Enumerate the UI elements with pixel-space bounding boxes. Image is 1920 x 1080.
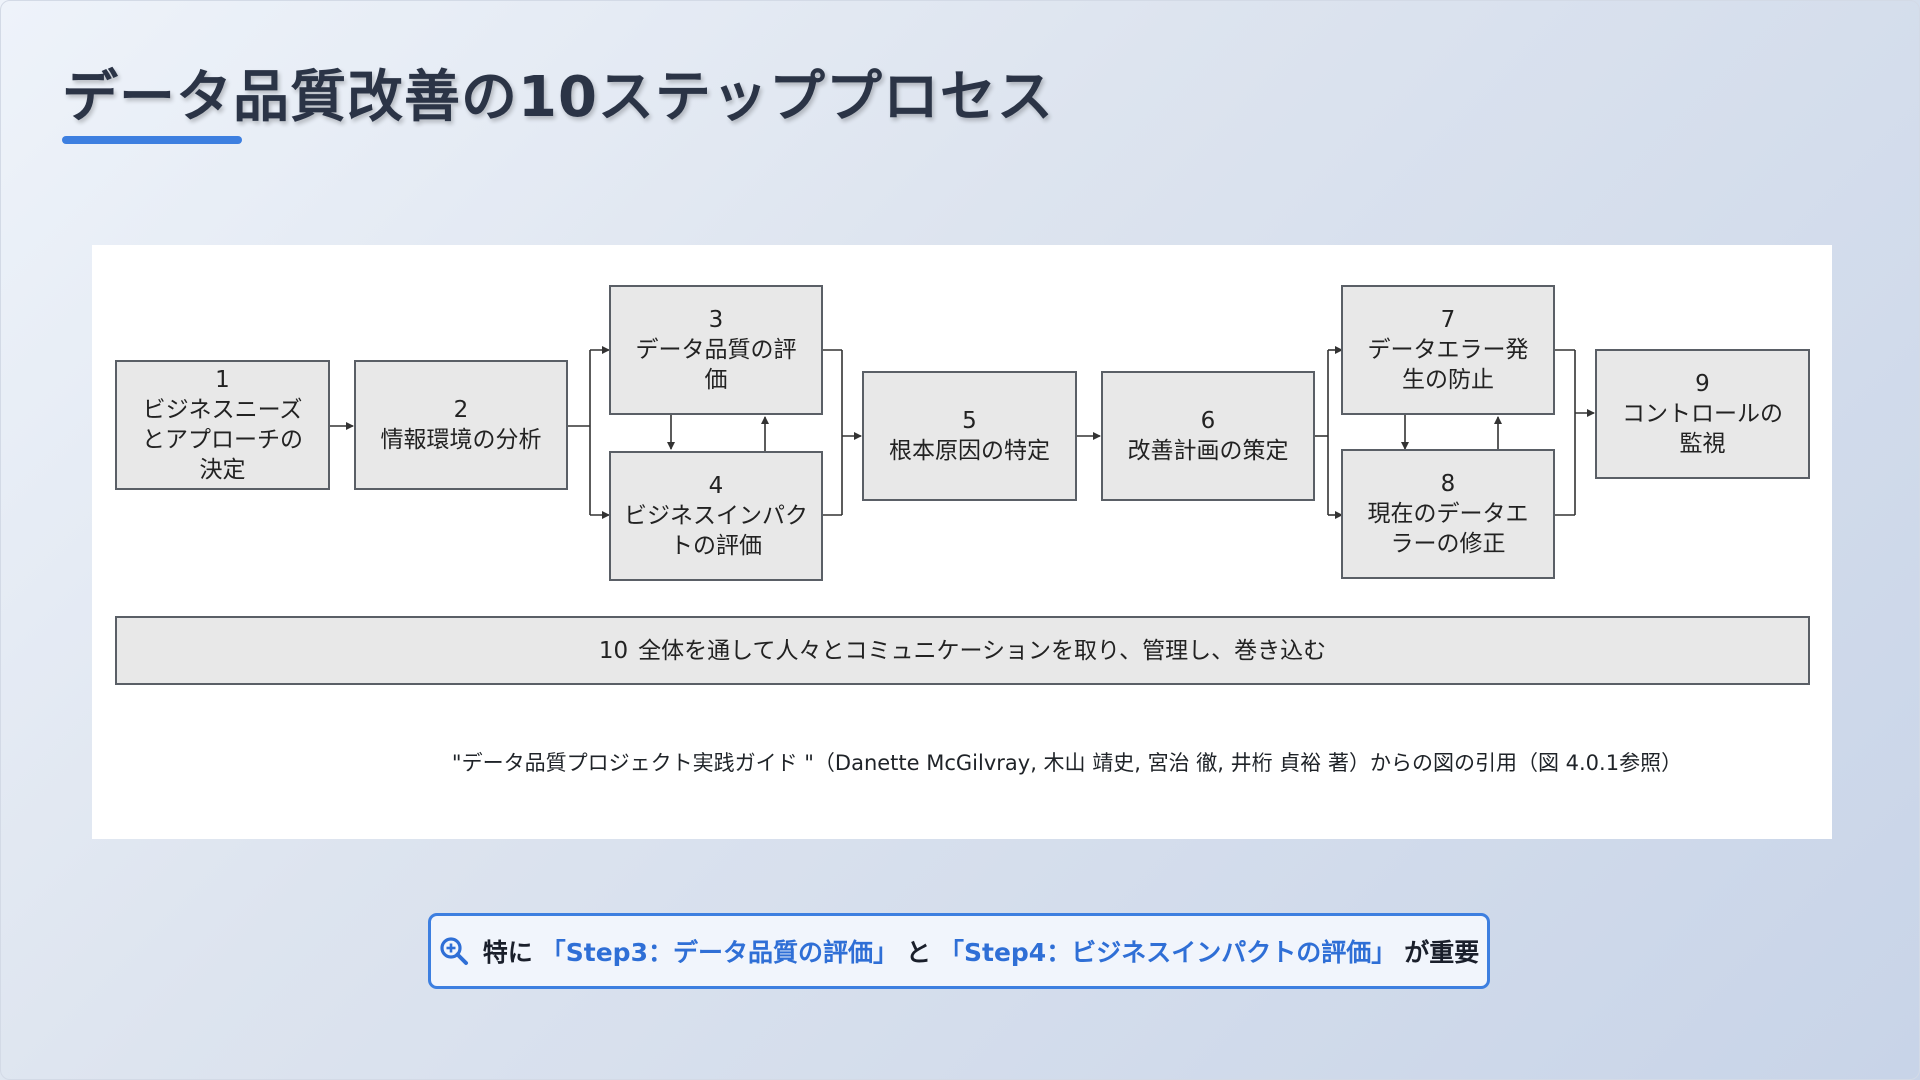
step-1-label: ビジネスニーズ とアプローチの 決定	[142, 397, 303, 483]
step-4-number: 4	[708, 473, 724, 499]
step-6-box: 6 改善計画の策定	[1101, 371, 1315, 501]
step-5-number: 5	[962, 408, 977, 434]
key-point-callout: 特に 「Step3：データ品質の評価」 と 「Step4：ビジネスインパクトの評…	[428, 913, 1490, 989]
step-9-number: 9	[1695, 371, 1710, 397]
step-3-label: データ品質の評 価	[635, 337, 797, 393]
step-6-number: 6	[1200, 408, 1216, 434]
step-2-label: 情報環境の分析	[380, 427, 542, 453]
step-8-box: 8 現在のデータエ ラーの修正	[1341, 449, 1555, 579]
step-10-label: 全体を通して人々とコミュニケーションを取り、管理し、巻き込む	[638, 637, 1327, 664]
page-title: データ品質改善の10ステッププロセス	[62, 65, 1054, 130]
source-citation: "データ品質プロジェクト実践ガイド "（Danette McGilvray, 木…	[451, 751, 1683, 775]
step-6-label: 改善計画の策定	[1127, 438, 1289, 464]
step-9-label: コントロールの 監視	[1622, 401, 1783, 457]
zoom-in-icon	[440, 937, 468, 965]
title-underline	[62, 136, 242, 144]
callout-middle: と	[905, 938, 931, 967]
step-8-label: 現在のデータエ ラーの修正	[1367, 501, 1529, 557]
step-10-box: 10 全体を通して人々とコミュニケーションを取り、管理し、巻き込む	[115, 616, 1810, 685]
step-1-number: 1	[215, 367, 230, 393]
step-2-number: 2	[453, 397, 469, 423]
callout-prefix: 特に	[482, 938, 533, 967]
step-10-number: 10	[598, 637, 629, 664]
process-diagram: 1 ビジネスニーズ とアプローチの 決定 2 情報環境の分析 3 データ品質の評…	[92, 245, 1832, 839]
step-7-box: 7 データエラー発 生の防止	[1341, 285, 1555, 415]
callout-step4: 「Step4：ビジネスインパクトの評価」	[939, 938, 1397, 967]
step-4-label: ビジネスインパク トの評価	[624, 503, 808, 559]
callout-suffix: が重要	[1404, 938, 1480, 967]
step-8-number: 8	[1440, 471, 1456, 497]
step-5-box: 5 根本原因の特定	[862, 371, 1077, 501]
step-3-box: 3 データ品質の評 価	[609, 285, 823, 415]
step-5-label: 根本原因の特定	[889, 438, 1050, 464]
callout-step3: 「Step3：データ品質の評価」	[540, 938, 898, 967]
step-7-number: 7	[1440, 307, 1456, 333]
step-7-label: データエラー発 生の防止	[1367, 337, 1529, 393]
connector-lines	[330, 346, 1595, 519]
step-2-box: 2 情報環境の分析	[354, 360, 568, 490]
step-3-number: 3	[708, 307, 724, 333]
step-1-box: 1 ビジネスニーズ とアプローチの 決定	[115, 360, 330, 490]
step-4-box: 4 ビジネスインパク トの評価	[609, 451, 823, 581]
step-9-box: 9 コントロールの 監視	[1595, 349, 1810, 479]
